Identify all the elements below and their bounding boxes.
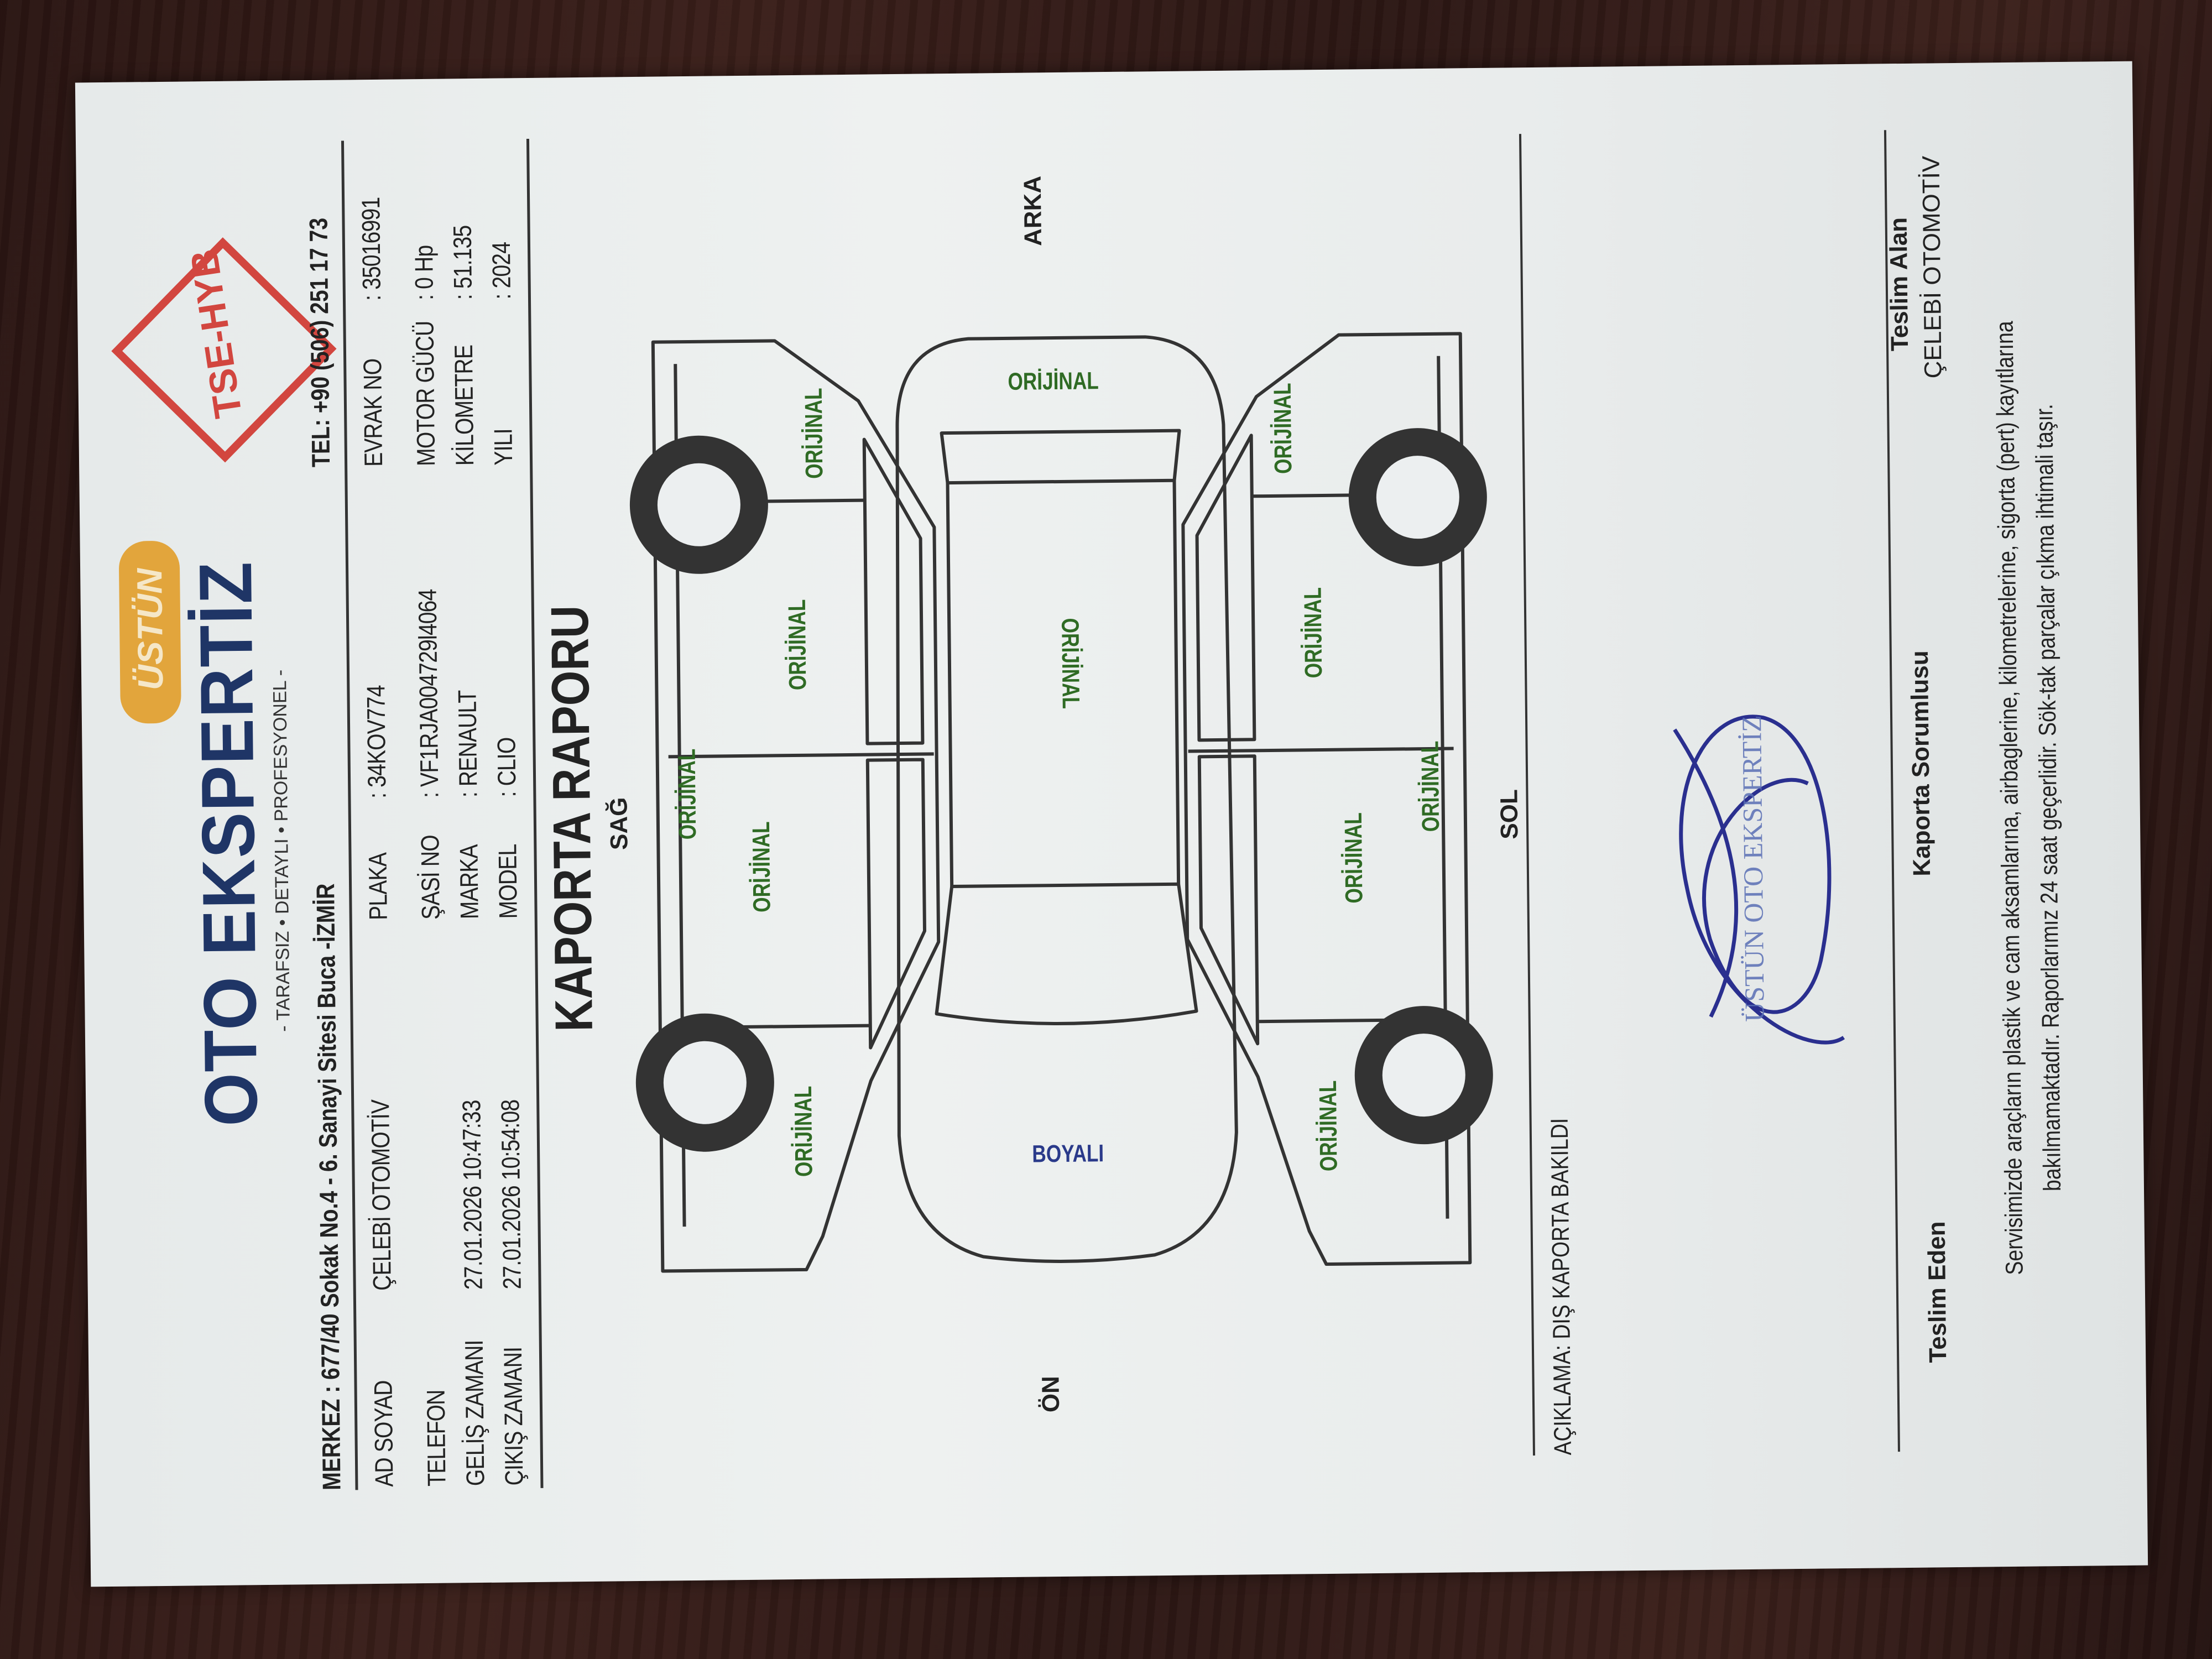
part-status-right-rear-fender: ORİJİNAL <box>800 388 828 479</box>
part-status-trunk: ORİJİNAL <box>1008 367 1099 395</box>
part-status-right-rear-door: ORİJİNAL <box>783 599 812 691</box>
part-status-roof: ORİJİNAL <box>1056 618 1084 709</box>
direction-right: SAĞ <box>605 797 633 851</box>
direction-rear: ARKA <box>1019 175 1047 247</box>
part-status-left-front-fender: ORİJİNAL <box>1314 1080 1343 1172</box>
part-status-hood: BOYALI <box>1032 1140 1104 1168</box>
top-view <box>895 335 1238 1263</box>
part-status-left-rear-fender: ORİJİNAL <box>1269 383 1297 474</box>
car-diagram <box>629 332 1493 1273</box>
signature-scribble <box>1673 714 1845 1045</box>
direction-left: SOL <box>1495 789 1524 839</box>
part-status-left-rear-door: ORİJİNAL <box>1299 587 1328 679</box>
company-stamp-text: ÜSTÜN OTO EKSPERTİZ <box>1736 715 1770 1022</box>
direction-front: ÖN <box>1037 1375 1065 1413</box>
teslim-alan-label: Teslim Alan <box>1885 217 1914 352</box>
part-status-left-front-door: ORİJİNAL <box>1339 812 1368 904</box>
expertise-report-paper: ÜSTÜN OTO EKSPERTİZ - TARAFSIZ • DETAYLI… <box>75 61 2148 1587</box>
wheels <box>629 428 1493 1152</box>
part-status-right-roof-rail: ORİJİNAL <box>673 748 702 840</box>
part-status-right-front-door: ORİJİNAL <box>747 821 776 913</box>
teslim-alan-name: ÇELEBİ OTOMOTİV <box>1917 155 1947 379</box>
kaporta-sorumlusu-label: Kaporta Sorumlusu <box>1906 650 1936 877</box>
part-status-left-roof-rail: ORİJİNAL <box>1416 740 1445 832</box>
report-note: AÇIKLAMA: DIŞ KAPORTA BAKILDI <box>1546 1118 1577 1455</box>
teslim-eden-label: Teslim Eden <box>1923 1221 1952 1363</box>
part-status-right-front-fender: ORİJİNAL <box>789 1086 818 1177</box>
